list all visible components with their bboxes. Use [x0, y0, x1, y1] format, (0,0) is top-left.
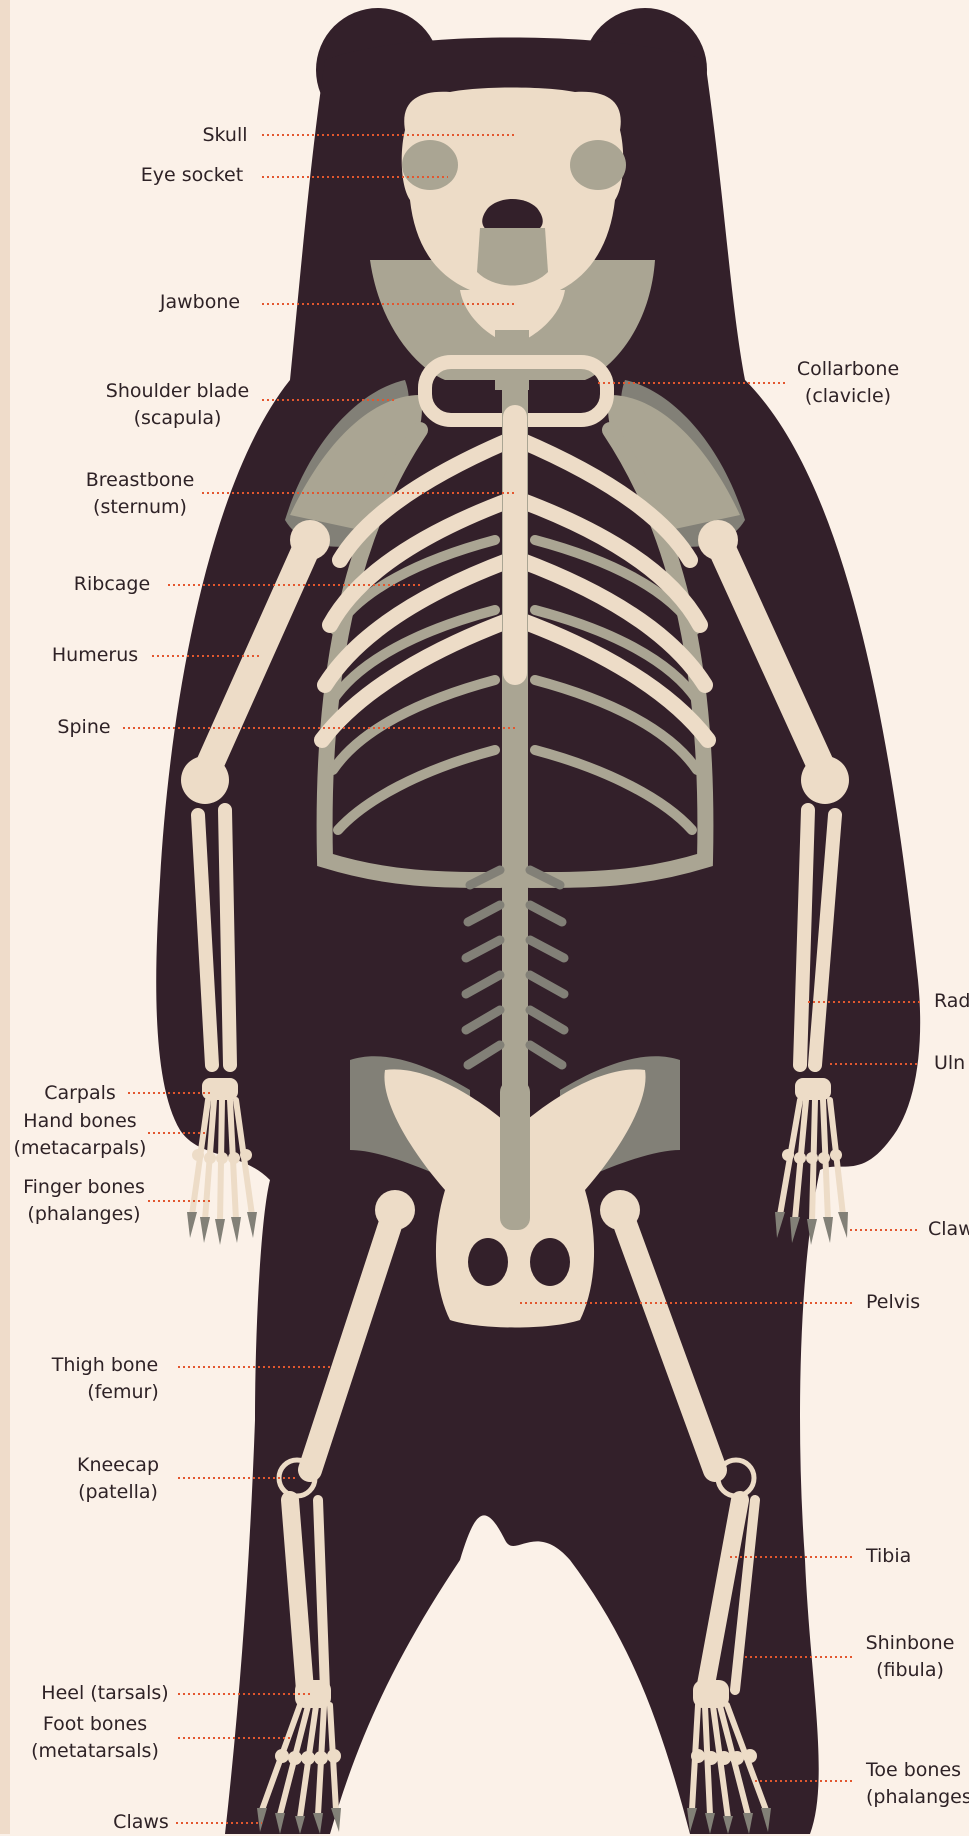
- label-foot-bones: Foot bones(metatarsals): [30, 1711, 160, 1765]
- label-finger-bones: Finger bones(phalanges): [20, 1174, 148, 1228]
- label-ulna: Uln: [934, 1050, 969, 1077]
- label-spine: Spine: [53, 714, 115, 741]
- label-kneecap: Kneecap(patella): [68, 1452, 168, 1506]
- label-shoulder-blade: Shoulder blade(scapula): [100, 378, 255, 432]
- label-claws-foot: Claws: [108, 1809, 174, 1836]
- label-pelvis: Pelvis: [866, 1289, 936, 1316]
- label-skull: Skull: [195, 122, 255, 149]
- label-tibia: Tibia: [866, 1543, 936, 1570]
- label-collarbone: Collarbone(clavicle): [786, 356, 910, 410]
- label-humerus: Humerus: [46, 642, 144, 669]
- label-ribcage: Ribcage: [68, 571, 156, 598]
- label-claws-hand: Claw: [928, 1216, 969, 1243]
- label-hand-bones: Hand bones(metacarpals): [12, 1108, 148, 1162]
- label-toe-bones: Toe bones(phalanges: [866, 1757, 969, 1811]
- label-breastbone: Breastbone(sternum): [80, 467, 200, 521]
- label-radius: Rad: [934, 988, 969, 1015]
- label-heel: Heel (tarsals): [35, 1680, 175, 1707]
- label-shinbone: Shinbone(fibula): [858, 1630, 962, 1684]
- label-carpals: Carpals: [36, 1080, 124, 1107]
- label-eye-socket: Eye socket: [132, 162, 252, 189]
- label-thigh-bone: Thigh bone(femur): [45, 1352, 165, 1406]
- label-jawbone: Jawbone: [155, 289, 245, 316]
